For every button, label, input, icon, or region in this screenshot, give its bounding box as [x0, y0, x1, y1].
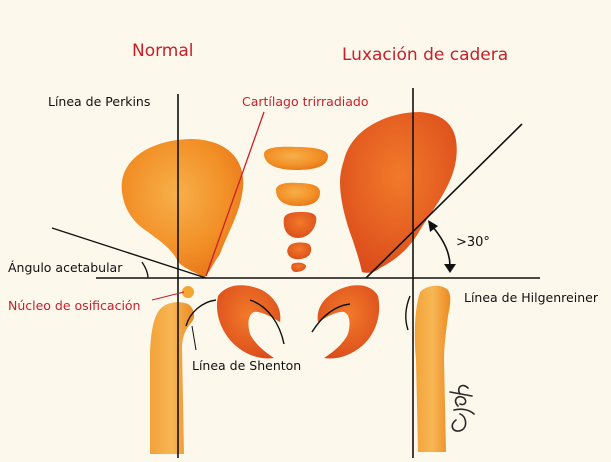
coccyx	[291, 263, 306, 272]
shenton-pointer	[192, 326, 196, 350]
sacrum-4	[287, 243, 311, 260]
label-nucleo: Núcleo de osificación	[8, 298, 140, 313]
label-shenton: Línea de Shenton	[192, 358, 301, 373]
label-perkins: Línea de Perkins	[48, 94, 150, 109]
sacrum-1	[264, 147, 328, 170]
shenton-line-right-2	[406, 296, 410, 330]
right-pubis	[318, 285, 380, 358]
angle-arc-right	[432, 226, 450, 266]
label-cartilago: Cartílago trirradiado	[242, 94, 368, 109]
right-femur	[415, 286, 451, 452]
label-luxacion: Luxación de cadera	[342, 45, 508, 65]
label-hilgenreiner: Línea de Hilgenreiner	[464, 290, 599, 305]
left-femur	[150, 302, 194, 454]
angle-arrowhead-bottom	[444, 264, 456, 273]
artist-signature	[450, 386, 474, 432]
label-greater-30: >30°	[456, 235, 490, 250]
left-pubis	[217, 285, 280, 358]
nucleo-pointer	[152, 292, 184, 300]
angle-arrowhead-top	[428, 220, 438, 232]
label-angulo: Ángulo acetabular	[8, 260, 123, 275]
label-normal: Normal	[132, 41, 194, 61]
sacrum-2	[276, 183, 320, 206]
sacrum-3	[284, 212, 317, 238]
angle-arc-left	[142, 262, 148, 278]
right-ilium	[340, 112, 457, 273]
